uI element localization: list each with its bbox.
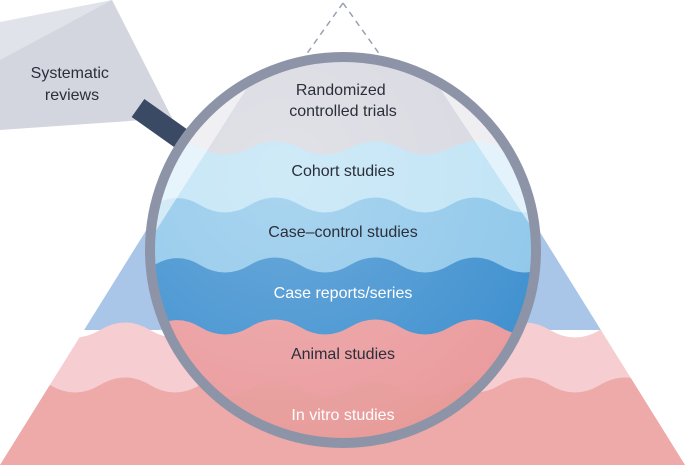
level-label-rct-line-1: Randomized <box>296 82 386 99</box>
level-label-case-reports: Case reports/series <box>274 285 413 302</box>
level-label-in-vitro: In vitro studies <box>291 407 394 424</box>
systematic-reviews-label: Systematic reviews <box>31 65 114 104</box>
level-label-cohort: Cohort studies <box>291 163 394 180</box>
systematic-reviews-line-2: reviews <box>45 87 99 104</box>
level-label-case-control: Case–control studies <box>268 224 417 241</box>
level-label-animal: Animal studies <box>291 346 395 363</box>
magnifier-handle <box>131 99 193 151</box>
level-label-rct: Randomized controlled trials <box>289 82 397 120</box>
magnifier-ring <box>145 52 541 448</box>
level-label-rct-line-2: controlled trials <box>289 103 397 120</box>
systematic-reviews-region: Systematic reviews <box>0 0 172 130</box>
systematic-reviews-line-1: Systematic <box>31 65 109 82</box>
